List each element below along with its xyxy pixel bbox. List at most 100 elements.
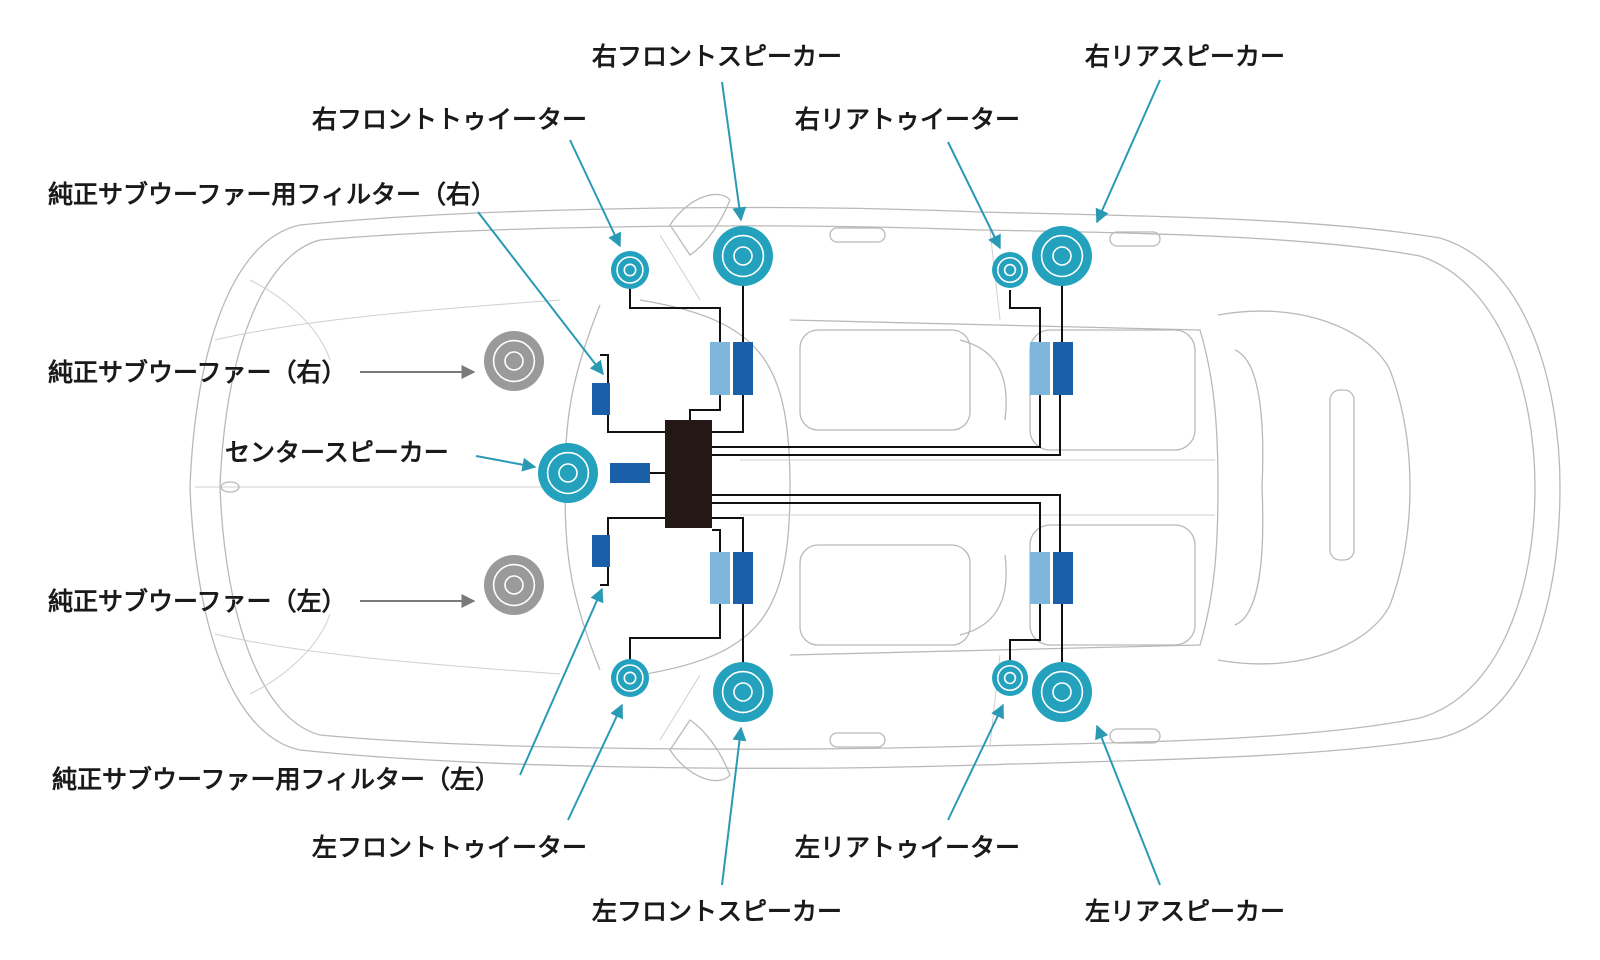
pointer-rf-tweeter xyxy=(569,139,621,248)
door-handle-fr xyxy=(829,227,886,243)
lr-speaker-icon xyxy=(1032,662,1092,722)
components xyxy=(592,342,1073,604)
label-sub-filter-r: 純正サブウーファー用フィルター（右） xyxy=(48,180,496,209)
lf-speaker-ring-1 xyxy=(721,670,765,714)
rr-crossover-woofer xyxy=(1053,342,1073,395)
wiring xyxy=(600,275,1063,685)
front-seat-right xyxy=(799,329,971,431)
wire-amp-rl-2 xyxy=(712,502,1041,552)
wire-lf-filter-amp-1 xyxy=(712,529,721,552)
label-rf-tweeter: 右フロントトゥイーター xyxy=(312,105,587,134)
car-body-outline xyxy=(189,206,1561,769)
sub-right-icon xyxy=(484,331,544,391)
center-tunnel xyxy=(740,459,1215,516)
amplifier xyxy=(665,420,712,528)
car-inner-outline xyxy=(219,225,1536,750)
sub-filter-left xyxy=(592,535,610,567)
lr-tweeter-icon xyxy=(992,660,1028,696)
rf-speaker-ring-2 xyxy=(733,246,753,266)
hood-emblem xyxy=(220,481,240,493)
sub-left-ring-1 xyxy=(492,563,536,607)
pointers xyxy=(360,79,1161,886)
label-lr-speaker: 左リアスピーカー xyxy=(1085,897,1285,926)
car-outline xyxy=(189,193,1561,782)
windshield-top xyxy=(639,299,791,676)
label-rr-tweeter: 右リアトゥイーター xyxy=(795,105,1020,134)
wire-lf-tweeter xyxy=(629,604,721,670)
label-center: センタースピーカー xyxy=(225,438,449,467)
seat-headrest-right xyxy=(959,339,1007,421)
lf-crossover-woofer xyxy=(733,552,753,604)
label-lr-tweeter: 左リアトゥイーター xyxy=(795,833,1020,862)
label-lf-tweeter: 左フロントトゥイーター xyxy=(312,833,587,862)
center-filter xyxy=(610,463,650,483)
sub-left-ring-0 xyxy=(484,555,544,615)
a-pillars xyxy=(659,234,701,741)
label-sub-r: 純正サブウーファー（右） xyxy=(48,358,347,387)
pointer-rr-tweeter xyxy=(947,141,1001,250)
label-sub-filter-l: 純正サブウーファー用フィルター（左） xyxy=(52,765,500,794)
pointer-rf-speaker xyxy=(721,81,747,222)
lf-tweeter-icon xyxy=(611,659,649,697)
lf-tweeter-ring-2 xyxy=(623,671,637,685)
rr-speaker-ring-0 xyxy=(1032,226,1092,286)
sub-filter-right xyxy=(592,383,610,415)
lr-crossover-tweeter xyxy=(1030,552,1050,604)
door-handle-rr xyxy=(1109,231,1161,247)
hood-crease-bottom xyxy=(214,633,561,675)
pointer-sub-filter-l xyxy=(519,587,604,776)
lr-speaker-ring-2 xyxy=(1052,682,1072,702)
center-speaker-ring-0 xyxy=(538,443,598,503)
wire-rf-filter-amp-1 xyxy=(689,395,721,420)
pointer-lr-tweeter xyxy=(947,703,1004,821)
rr-tweeter-ring-2 xyxy=(1003,263,1017,277)
sub-left-ring-2 xyxy=(504,575,524,595)
front-seat-left xyxy=(799,544,971,646)
hood-crease-top xyxy=(214,299,561,341)
rf-crossover-tweeter xyxy=(710,342,730,395)
wire-amp-rr-2 xyxy=(712,395,1041,448)
rr-speaker-ring-1 xyxy=(1040,234,1084,278)
rear-window xyxy=(1217,310,1411,665)
rf-tweeter-icon xyxy=(611,251,649,289)
rf-tweeter-ring-2 xyxy=(623,263,637,277)
wire-rf-tweeter xyxy=(629,275,721,342)
wire-lf-filter-amp-2 xyxy=(712,517,744,552)
center-speaker-icon xyxy=(538,443,598,503)
door-handle-rl xyxy=(1109,728,1161,744)
rf-speaker-ring-0 xyxy=(713,226,773,286)
labels: 右フロントスピーカー 右リアスピーカー 右フロントトゥイーター 右リアトゥイータ… xyxy=(48,42,1285,926)
lr-crossover-woofer xyxy=(1053,552,1073,604)
lf-crossover-tweeter xyxy=(710,552,730,604)
sub-right-ring-2 xyxy=(504,351,524,371)
lf-speaker-icon xyxy=(713,662,773,722)
wire-rf-filter-amp-2 xyxy=(712,395,744,433)
sub-right-ring-0 xyxy=(484,331,544,391)
pointer-rr-speaker xyxy=(1095,79,1161,224)
label-lf-speaker: 左フロントスピーカー xyxy=(592,897,842,926)
rr-crossover-tweeter xyxy=(1030,342,1050,395)
rf-tweeter-ring-1 xyxy=(616,256,644,284)
pointer-lf-tweeter xyxy=(567,703,623,821)
label-rf-speaker: 右フロントスピーカー xyxy=(592,42,842,71)
rear-shelf xyxy=(1329,389,1355,561)
seat-headrest-left xyxy=(959,554,1007,636)
headlight-top xyxy=(249,279,331,361)
label-rr-speaker: 右リアスピーカー xyxy=(1085,42,1285,71)
speakers xyxy=(484,226,1092,722)
lf-tweeter-ring-1 xyxy=(616,664,644,692)
label-sub-l: 純正サブウーファー（左） xyxy=(48,587,347,616)
lf-speaker-ring-2 xyxy=(733,682,753,702)
sub-right-ring-1 xyxy=(492,339,536,383)
headlight-bottom xyxy=(249,613,331,695)
center-speaker-ring-1 xyxy=(546,451,590,495)
lr-tweeter-ring-2 xyxy=(1003,671,1017,685)
rf-speaker-icon xyxy=(713,226,773,286)
mirror-left xyxy=(669,719,731,782)
rr-speaker-ring-2 xyxy=(1052,246,1072,266)
lf-speaker-ring-0 xyxy=(713,662,773,722)
rr-speaker-icon xyxy=(1032,226,1092,286)
rr-tweeter-icon xyxy=(992,252,1028,288)
roof-outline xyxy=(789,319,1219,656)
